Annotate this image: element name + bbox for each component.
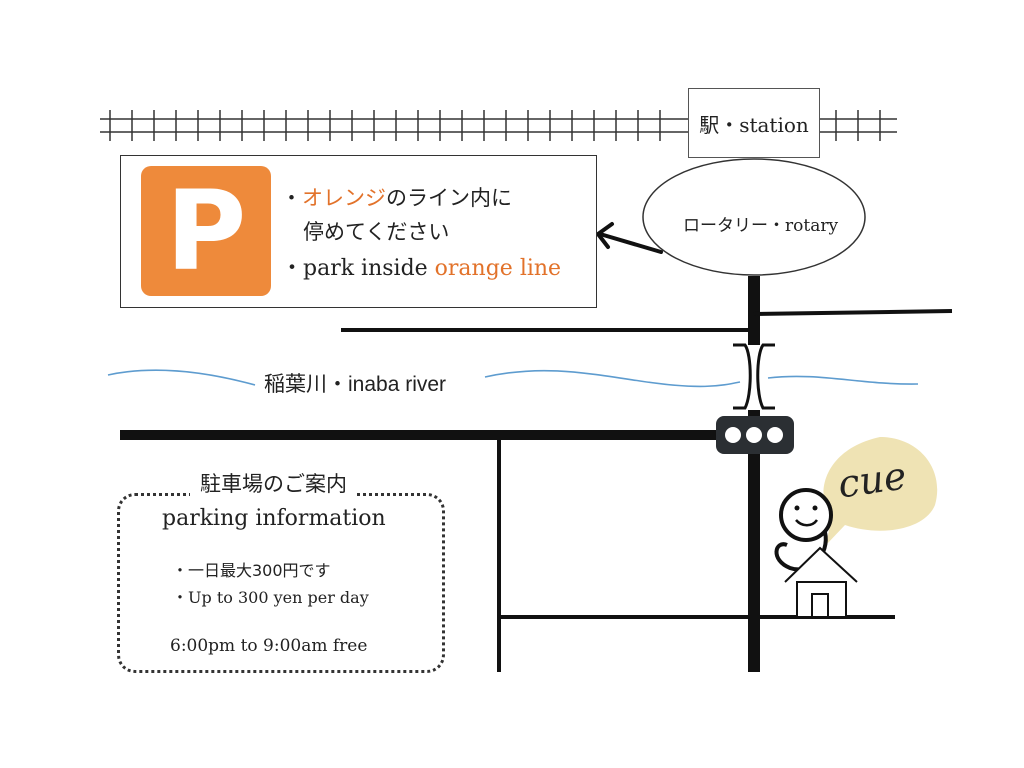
- speech-bubble: [823, 437, 938, 545]
- parking-info-title-en: parking information: [162, 506, 386, 531]
- rotary-circle: [642, 158, 866, 276]
- arrow-icon: [595, 222, 663, 254]
- mascot-icon: [774, 488, 833, 572]
- parking-sign-icon: P: [141, 166, 271, 296]
- house-icon: [784, 546, 858, 618]
- river-label: 稲葉川・inaba river: [260, 368, 451, 398]
- notice-line-3: ・park inside orange line: [281, 256, 562, 281]
- orange-line-text: orange line: [434, 256, 562, 281]
- parking-info-line-2: ・Up to 300 yen per day: [172, 588, 369, 607]
- traffic-light-icon: [716, 416, 794, 454]
- parking-info-title-ja: 駐車場のご案内: [190, 468, 357, 498]
- parking-notice: P ・オレンジのライン内に 停めてください ・park inside orang…: [120, 155, 597, 308]
- notice-line-1: ・オレンジのライン内に: [281, 186, 512, 210]
- parking-info-free: 6:00pm to 9:00am free: [170, 636, 368, 656]
- river: [107, 369, 919, 388]
- bridge-icon: [733, 343, 775, 410]
- road-north-east: [753, 309, 953, 316]
- brand-logo: cue: [835, 453, 909, 507]
- orange-text: オレンジ: [302, 186, 386, 210]
- notice-line-2: 停めてください: [303, 220, 450, 244]
- station-label: 駅・station: [688, 88, 820, 158]
- parking-info-line-1: ・一日最大300円です: [172, 561, 331, 580]
- rotary-label: ロータリー・rotary: [683, 216, 839, 236]
